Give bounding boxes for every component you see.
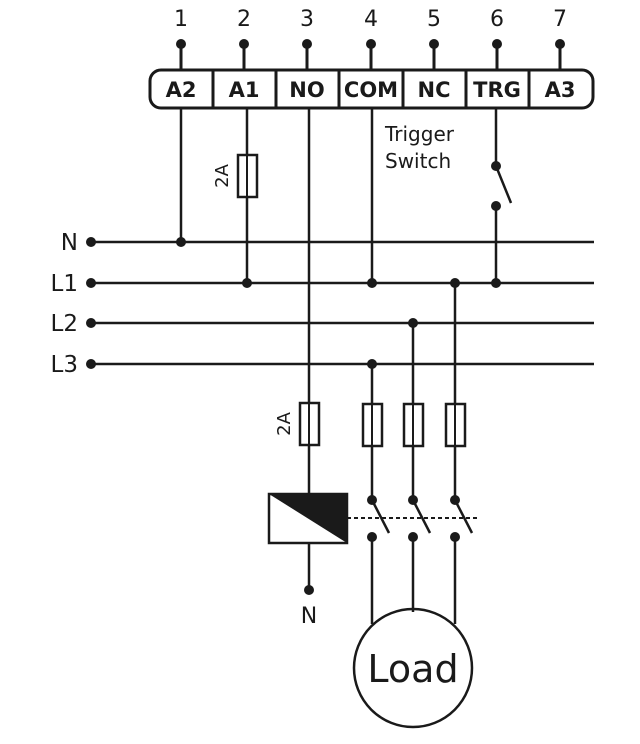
com-wire	[367, 108, 377, 288]
line-label-n: N	[61, 230, 78, 256]
line-label-l2: L2	[51, 311, 78, 337]
contactor-contacts	[347, 495, 478, 624]
terminal-number-7: 7	[553, 7, 567, 32]
trigger-switch	[491, 108, 513, 288]
a2-wire	[176, 108, 186, 247]
trigger-switch-label-line1: Trigger	[384, 122, 455, 146]
terminal-number-6: 6	[490, 7, 504, 32]
line-label-l1: L1	[51, 271, 78, 297]
terminal-number-5: 5	[427, 7, 441, 32]
load-circle	[352, 607, 474, 729]
terminal-number-1: 1	[174, 7, 188, 32]
terminal-number-3: 3	[300, 7, 314, 32]
terminal-label-no: NO	[289, 78, 324, 102]
terminal-pins	[176, 39, 565, 70]
control-fuse-label: 2A	[212, 163, 233, 187]
terminal-number-4: 4	[364, 7, 378, 32]
trigger-switch-label-line2: Switch	[385, 149, 451, 173]
terminal-label-a2: A2	[166, 78, 197, 102]
coil-fuse-label: 2A	[274, 411, 295, 435]
coil-neutral-label: N	[301, 604, 317, 629]
line-label-l3: L3	[51, 352, 78, 378]
load-label: Load	[367, 647, 458, 691]
no-wire	[298, 108, 321, 494]
load-fuses	[361, 402, 467, 500]
phase-taps	[367, 278, 460, 404]
terminal-label-com: COM	[344, 78, 398, 102]
terminal-label-trg: TRG	[473, 78, 521, 102]
supply-lines	[86, 237, 594, 369]
terminal-number-2: 2	[237, 7, 251, 32]
terminal-label-nc: NC	[418, 78, 451, 102]
a1-wire	[236, 108, 259, 288]
terminal-label-a3: A3	[545, 78, 576, 102]
terminal-label-a1: A1	[229, 78, 260, 102]
contactor-coil	[267, 492, 349, 595]
